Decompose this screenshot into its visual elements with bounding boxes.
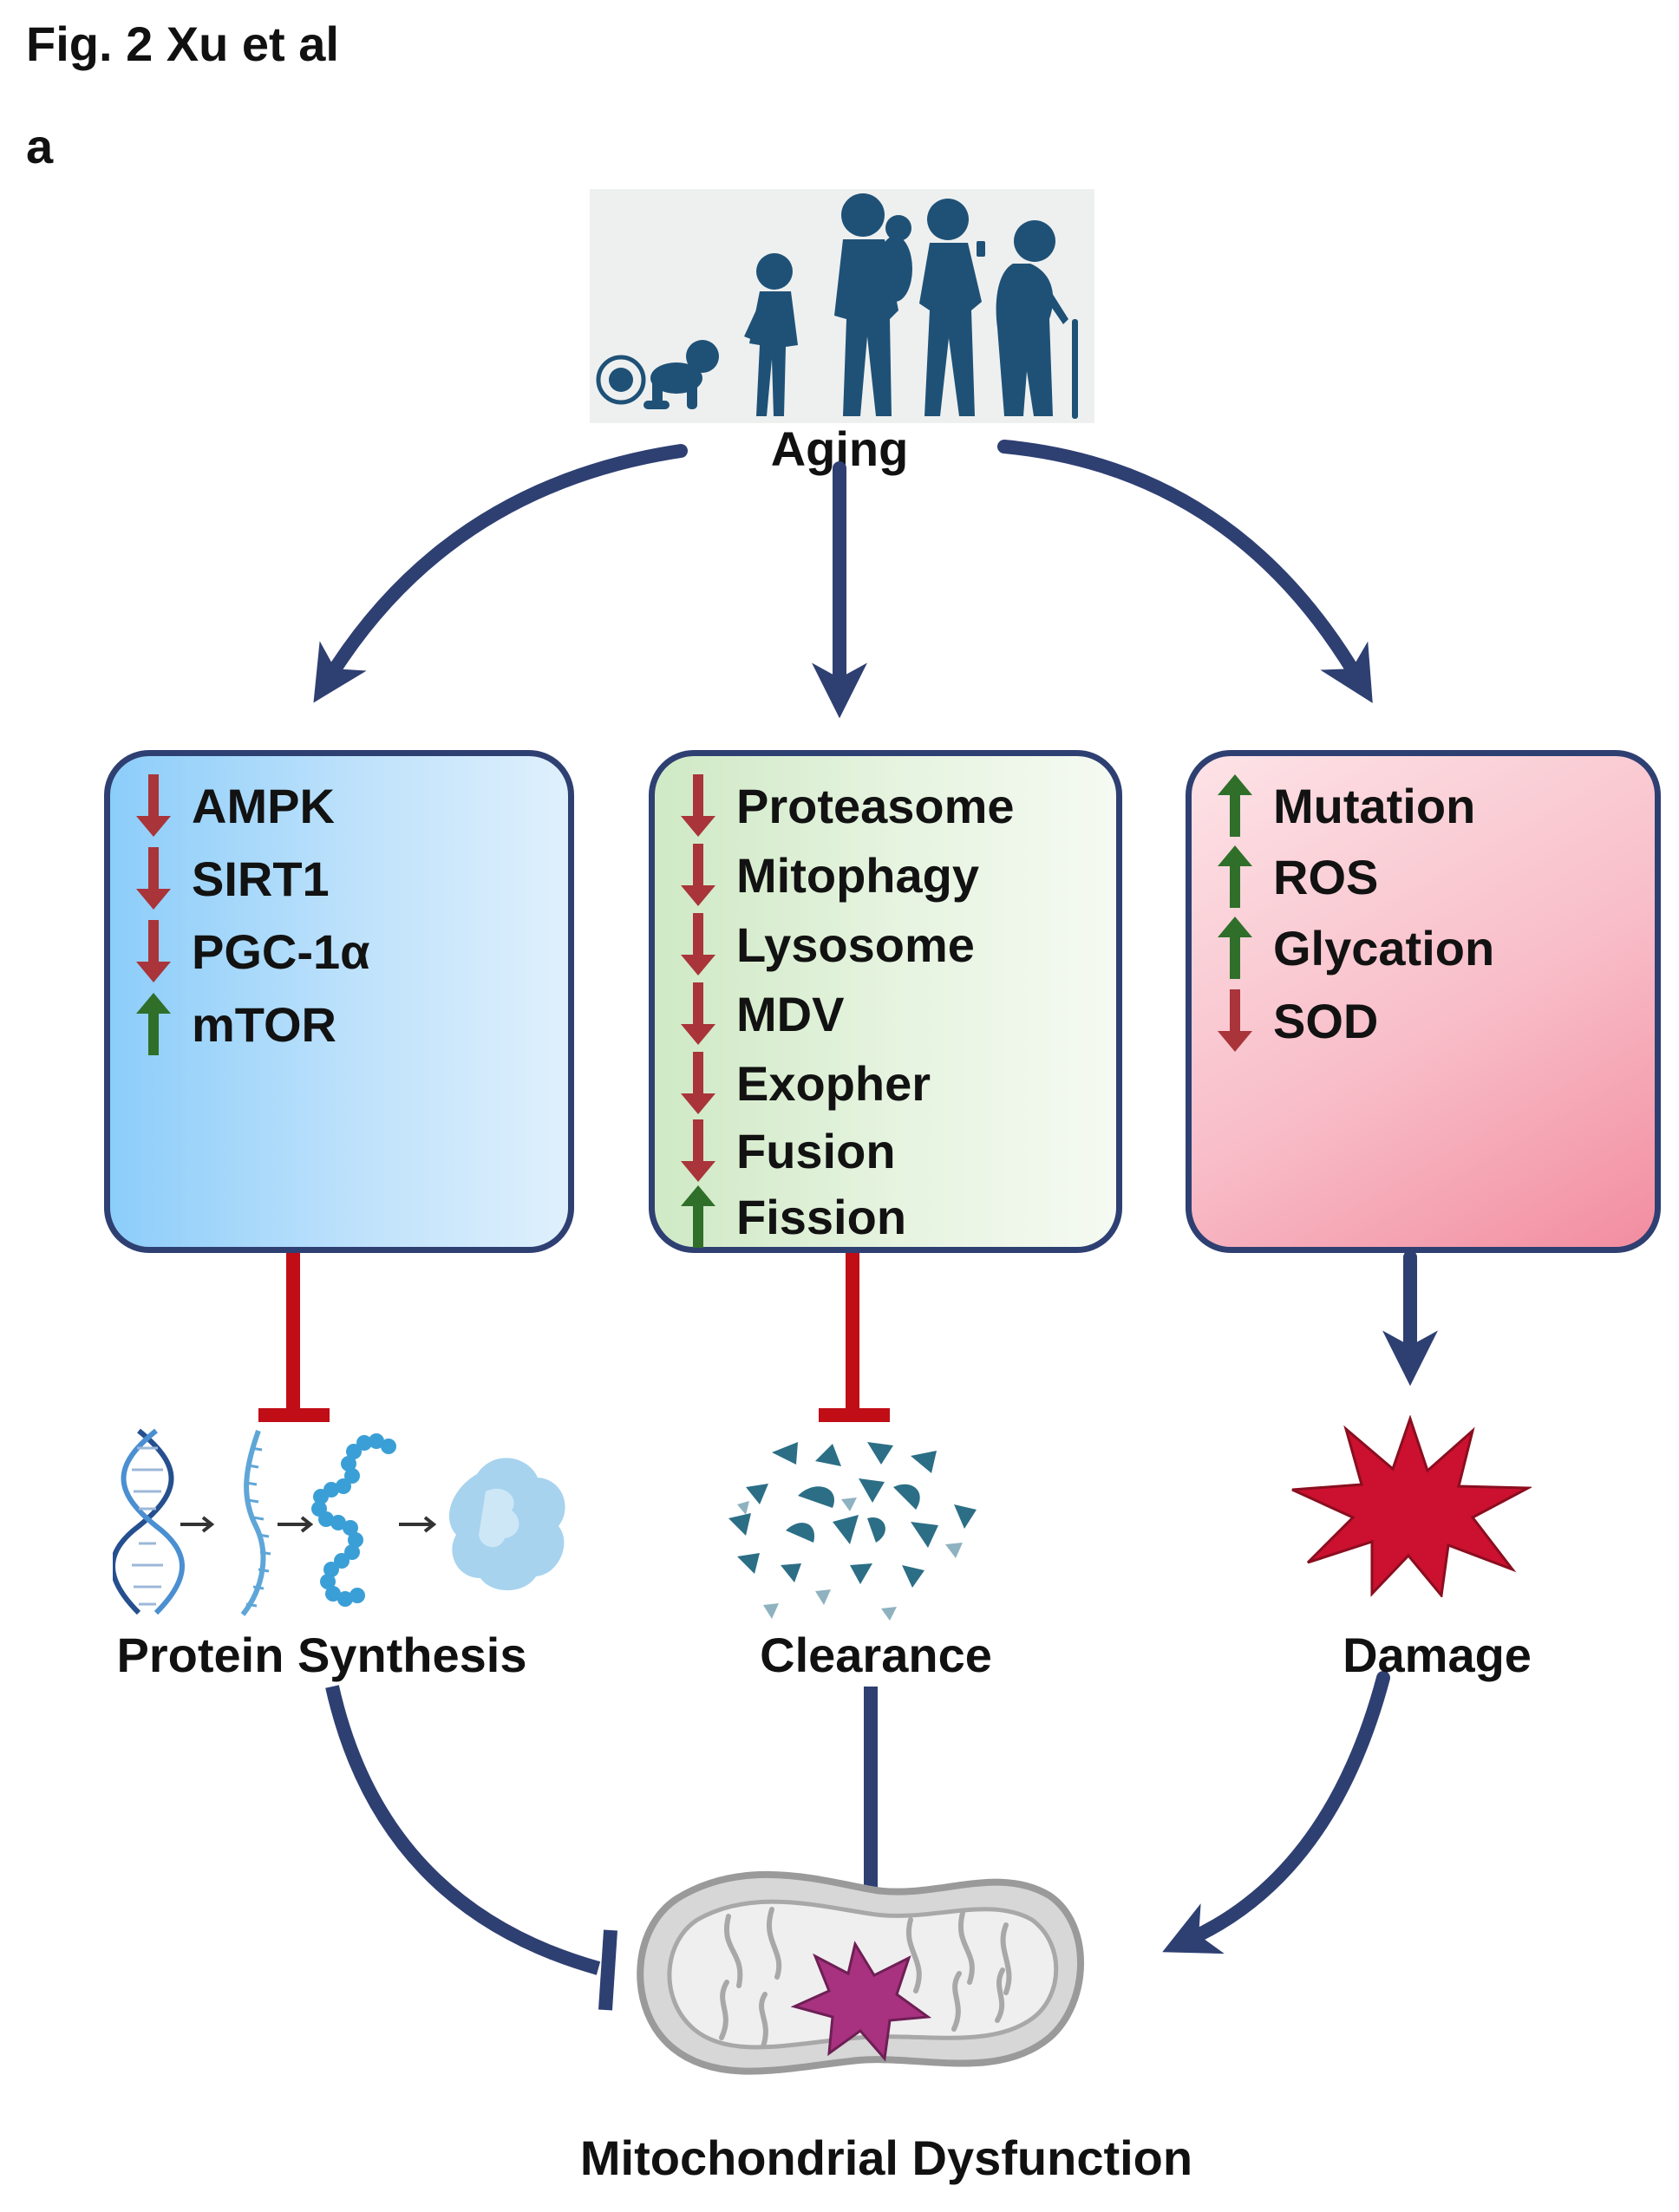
arrow-down-icon <box>681 1052 715 1114</box>
synthesis-inhibit-bar <box>598 1929 617 2011</box>
qc-item-label: Mitophagy <box>736 847 979 903</box>
clearance-debris-illustration <box>728 1442 977 1621</box>
quality-control-box: Proteasome Mitophagy Lysosome MDV Exophe… <box>649 750 1122 1253</box>
dna-icon <box>113 1428 185 1615</box>
arrow-down-icon <box>681 982 715 1045</box>
mitochondrial-dysfunction-label: Mitochondrial Dysfunction <box>579 2130 1193 2185</box>
stress-item-label: Mutation <box>1273 778 1476 833</box>
qc-item-lysosome: Lysosome <box>681 912 975 976</box>
signaling-item-sirt1: SIRT1 <box>136 846 330 910</box>
qc-item-fusion: Fusion <box>681 1119 896 1183</box>
arrow-down-icon <box>681 844 715 906</box>
mitochondrion-illustration <box>637 1870 1084 2075</box>
step-arrow-icon <box>278 1516 314 1533</box>
panel-label: a <box>26 119 54 173</box>
arrow-up-icon <box>1218 917 1252 979</box>
protein-synthesis-illustration <box>113 1428 565 1616</box>
figure-title: Fig. 2 Xu et al <box>26 16 339 71</box>
arrow-down-icon <box>681 913 715 975</box>
arrow-down-icon <box>136 847 171 910</box>
qc-item-exopher: Exopher <box>681 1051 931 1115</box>
stress-item-label: SOD <box>1273 993 1379 1048</box>
qc-item-label: Lysosome <box>736 917 975 972</box>
peptide-chain-icon <box>311 1433 396 1607</box>
mitochondrial-damage-burst-icon <box>790 1941 932 2062</box>
stress-item-glycation: Glycation <box>1218 916 1494 980</box>
arrow-down-icon <box>681 774 715 837</box>
stress-item-label: Glycation <box>1273 920 1495 975</box>
qc-item-fission: Fission <box>681 1184 906 1249</box>
qc-item-label: Proteasome <box>736 778 1015 833</box>
synthesis-to-mito-inhibit <box>325 1685 601 1975</box>
arrow-down-icon <box>1218 989 1252 1052</box>
mrna-icon <box>240 1429 271 1616</box>
step-arrow-icon <box>180 1516 215 1533</box>
stress-item-ros: ROS <box>1218 845 1378 909</box>
signaling-item-pgc1a: PGC-1α <box>136 919 370 983</box>
folded-protein-icon <box>448 1458 565 1590</box>
qc-item-label: MDV <box>736 986 845 1041</box>
aging-to-stress-arrow <box>997 440 1373 703</box>
aging-life-stages-illustration <box>590 189 1094 423</box>
clearance-label: Clearance <box>760 1628 992 1682</box>
arrow-up-icon <box>136 993 171 1055</box>
arrow-up-icon <box>1218 774 1252 837</box>
signaling-item-label: SIRT1 <box>192 851 330 906</box>
damage-to-mito-arrow <box>1162 1671 1390 1954</box>
damage-burst-icon <box>1291 1415 1532 1597</box>
qc-item-proteasome: Proteasome <box>681 773 1015 838</box>
qc-item-mdv: MDV <box>681 982 844 1046</box>
step-arrow-icon <box>399 1516 437 1533</box>
arrow-down-icon <box>681 1119 715 1182</box>
signaling-item-ampk: AMPK <box>136 773 335 838</box>
stress-box: Mutation ROS Glycation SOD <box>1186 750 1661 1253</box>
signaling-item-label: AMPK <box>192 778 335 833</box>
signaling-box: AMPK SIRT1 PGC-1α mTOR <box>104 750 574 1253</box>
damage-label: Damage <box>1343 1628 1532 1682</box>
signaling-item-mtor: mTOR <box>136 992 336 1056</box>
arrow-down-icon <box>136 920 171 982</box>
stress-item-label: ROS <box>1273 849 1379 904</box>
arrow-down-icon <box>136 774 171 837</box>
qc-item-label: Fission <box>736 1189 907 1244</box>
stress-item-mutation: Mutation <box>1218 773 1475 838</box>
qc-item-label: Exopher <box>736 1055 931 1111</box>
signaling-item-label: PGC-1α <box>192 923 370 979</box>
stress-item-sod: SOD <box>1218 989 1378 1053</box>
aging-to-signaling-arrow <box>313 444 688 703</box>
qc-item-label: Fusion <box>736 1123 896 1178</box>
signaling-item-label: mTOR <box>192 996 336 1052</box>
arrow-up-icon <box>681 1185 715 1248</box>
arrow-up-icon <box>1218 845 1252 908</box>
protein-synthesis-label: Protein Synthesis <box>116 1628 527 1682</box>
qc-item-mitophagy: Mitophagy <box>681 843 979 907</box>
